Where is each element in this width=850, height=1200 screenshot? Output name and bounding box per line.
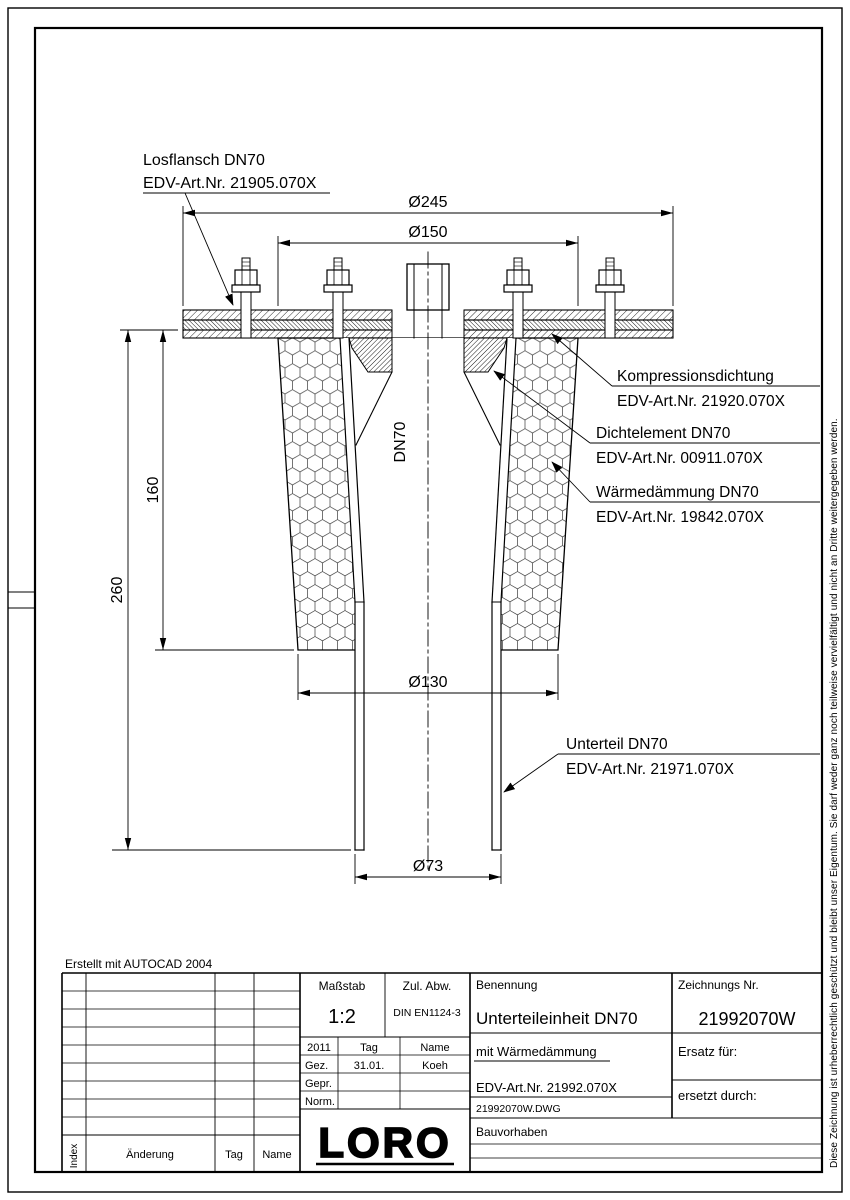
- massstab-value: 1:2: [328, 1006, 356, 1028]
- svg-text:Ø73: Ø73: [413, 858, 443, 875]
- drawing-number-section: Zeichnungs Nr. 21992070W Ersatz für: ers…: [672, 978, 822, 1103]
- seal-cross-section: [348, 337, 508, 446]
- approval-year: 2011: [307, 1042, 331, 1054]
- svg-text:LORO: LORO: [318, 1119, 451, 1166]
- zeichnungs-nr-value: 21992070W: [698, 1009, 795, 1029]
- edv-art-value: EDV-Art.Nr. 21992.070X: [476, 1080, 617, 1095]
- svg-text:Wärmedämmung DN70: Wärmedämmung DN70: [596, 484, 759, 501]
- gez-label: Gez.: [305, 1060, 328, 1072]
- gez-name: Koeh: [422, 1060, 448, 1072]
- svg-text:Ø245: Ø245: [408, 194, 447, 211]
- ersetzt-durch-label: ersetzt durch:: [678, 1088, 757, 1103]
- dimensions: Ø245 Ø150 Ø130 Ø73: [109, 194, 674, 884]
- zeichnungs-nr-label: Zeichnungs Nr.: [678, 978, 759, 992]
- dwg-file: 21992070W.DWG: [476, 1103, 561, 1115]
- label-unterteil: Unterteil DN70 EDV-Art.Nr. 21971.070X: [503, 736, 820, 793]
- bauvorhaben-label: Bauvorhaben: [476, 1125, 547, 1139]
- svg-text:Ø150: Ø150: [408, 224, 447, 241]
- svg-text:EDV-Art.Nr. 19842.070X: EDV-Art.Nr. 19842.070X: [596, 509, 765, 526]
- benennung-value: Unterteileinheit DN70: [476, 1009, 638, 1028]
- part-labels: Losflansch DN70 EDV-Art.Nr. 21905.070X K…: [143, 152, 820, 793]
- scale-approval-section: Maßstab 1:2 Zul. Abw. DIN EN1124-3 2011 …: [300, 973, 470, 1110]
- svg-text:Losflansch DN70: Losflansch DN70: [143, 152, 265, 169]
- svg-text:Kompressionsdichtung: Kompressionsdichtung: [617, 368, 774, 385]
- dim-insulation-height: 160: [145, 330, 167, 650]
- revision-table: Index Änderung Tag Name: [62, 973, 300, 1172]
- norm-label: Norm.: [305, 1096, 335, 1108]
- dim-insulation-bottom: Ø130: [297, 654, 559, 700]
- drain-body-outline: [339, 337, 517, 851]
- svg-text:EDV-Art.Nr. 21971.070X: EDV-Art.Nr. 21971.070X: [566, 761, 735, 778]
- revision-name-label: Name: [262, 1149, 291, 1161]
- svg-text:EDV-Art.Nr. 21920.070X: EDV-Art.Nr. 21920.070X: [617, 393, 786, 410]
- dim-total-height: 260: [109, 330, 132, 850]
- svg-text:EDV-Art.Nr. 21905.070X: EDV-Art.Nr. 21905.070X: [143, 175, 317, 192]
- created-note: Erstellt mit AUTOCAD 2004: [65, 957, 212, 971]
- svg-text:EDV-Art.Nr. 00911.070X: EDV-Art.Nr. 00911.070X: [596, 450, 764, 467]
- massstab-label: Maßstab: [319, 979, 366, 993]
- label-dichtelement: Dichtelement DN70 EDV-Art.Nr. 00911.070X: [493, 370, 820, 467]
- dim-pipe: Ø73: [354, 854, 502, 884]
- approval-name-header: Name: [420, 1042, 449, 1054]
- ersatz-fuer-label: Ersatz für:: [678, 1044, 737, 1059]
- benennung-label: Benennung: [476, 978, 537, 992]
- benennung-subtitle: mit Wärmedämmung: [476, 1044, 597, 1059]
- svg-text:160: 160: [145, 477, 162, 504]
- svg-text:260: 260: [109, 577, 126, 604]
- pipe-size-label: DN70: [392, 421, 409, 462]
- copyright-vertical-text: Diese Zeichnung ist urheberrechtlich ges…: [829, 418, 840, 1168]
- revision-tag-label: Tag: [225, 1149, 243, 1161]
- svg-text:Unterteil DN70: Unterteil DN70: [566, 736, 668, 753]
- label-losflansch: Losflansch DN70 EDV-Art.Nr. 21905.070X: [143, 152, 330, 306]
- label-kompressionsdichtung: Kompressionsdichtung EDV-Art.Nr. 21920.0…: [551, 333, 820, 410]
- gez-date: 31.01.: [354, 1060, 385, 1072]
- svg-text:Ø130: Ø130: [408, 674, 447, 691]
- gepr-label: Gepr.: [305, 1078, 332, 1090]
- drain-section-view: DN70: [182, 251, 674, 873]
- dim-inner-flange: Ø150: [277, 224, 579, 306]
- svg-text:Dichtelement DN70: Dichtelement DN70: [596, 425, 731, 442]
- loro-logo: LORO: [316, 1118, 454, 1167]
- revision-index-label: Index: [69, 1144, 80, 1168]
- approval-tag-header: Tag: [360, 1042, 378, 1054]
- revision-aenderung-label: Änderung: [126, 1149, 174, 1161]
- zul-abw-value: DIN EN1124-3: [393, 1007, 461, 1019]
- zul-abw-label: Zul. Abw.: [403, 979, 452, 993]
- title-block: Erstellt mit AUTOCAD 2004 Index Änderung: [61, 957, 822, 1172]
- label-waermedaemmung: Wärmedämmung DN70 EDV-Art.Nr. 19842.070X: [551, 461, 820, 526]
- designation-section: Benennung Unterteileinheit DN70 mit Wärm…: [470, 978, 822, 1159]
- dim-outer-flange: Ø245: [182, 194, 674, 306]
